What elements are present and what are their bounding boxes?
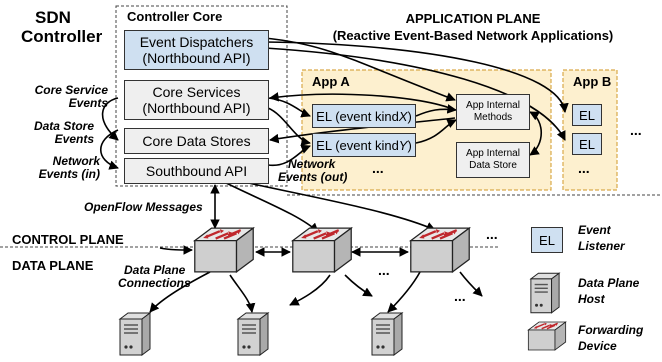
data-plane-host-1 bbox=[119, 312, 151, 356]
more-apps-ellipsis: ... bbox=[630, 122, 642, 138]
forwarding-device-1 bbox=[193, 226, 255, 274]
network-events-in-line2: Events (in) bbox=[38, 167, 100, 181]
network-events-out-line1: Network bbox=[288, 157, 336, 171]
host-ellipsis: ... bbox=[454, 288, 466, 304]
legend-fwd-line2: Device bbox=[578, 339, 617, 353]
core-service-events-line2: Events bbox=[68, 96, 108, 110]
event-listener-y: EL (event kind Y) bbox=[312, 133, 416, 157]
network-events-out-label: Network Events (out) bbox=[278, 158, 348, 184]
network-events-out-line2: Events (out) bbox=[278, 170, 348, 184]
el-y-var: Y bbox=[398, 137, 408, 153]
app-internal-methods-box: App Internal Methods bbox=[456, 94, 530, 130]
app-internal-methods-line1: App Internal bbox=[466, 100, 520, 111]
network-events-in-line1: Network bbox=[52, 154, 100, 168]
app-b-title: App B bbox=[573, 74, 612, 89]
legend-fwd-line1: Forwarding bbox=[578, 323, 644, 337]
legend-switch-icon bbox=[527, 321, 567, 351]
legend-forwarding-label: Forwarding Device bbox=[578, 322, 643, 354]
application-plane-line2: (Reactive Event-Based Network Applicatio… bbox=[332, 28, 614, 43]
el-y-close: ) bbox=[407, 137, 412, 153]
data-plane-connections-line2: Connections bbox=[118, 276, 191, 290]
app-internal-methods-line2: Methods bbox=[473, 112, 513, 123]
app-b-frame bbox=[562, 69, 618, 191]
app-a-title: App A bbox=[312, 74, 350, 89]
core-service-events-line1: Core Service bbox=[34, 83, 108, 97]
event-dispatchers-line1: Event Dispatchers bbox=[139, 34, 254, 50]
core-services-box: Core Services (Northbound API) bbox=[124, 80, 269, 120]
legend-host-line2: Host bbox=[578, 292, 605, 306]
control-plane-label: CONTROL PLANE bbox=[12, 232, 124, 247]
app-internal-data-store-box: App Internal Data Store bbox=[456, 142, 530, 178]
app-b-ellipsis: ... bbox=[578, 160, 590, 176]
core-services-line1: Core Services bbox=[152, 84, 241, 100]
dispatch-arrows bbox=[100, 37, 569, 233]
data-plane-host-3 bbox=[371, 312, 403, 356]
data-plane-host-2 bbox=[237, 312, 269, 356]
southbound-api-box: Southbound API bbox=[124, 158, 269, 184]
data-store-events-line2: Events bbox=[54, 132, 94, 146]
app-b-event-listener-1: EL bbox=[572, 104, 602, 126]
forwarding-device-3 bbox=[409, 226, 471, 274]
network-events-in-label: Network Events (in) bbox=[14, 155, 100, 181]
controller-core-title: Controller Core bbox=[127, 9, 223, 24]
core-data-stores-box: Core Data Stores bbox=[124, 128, 269, 154]
core-service-events-label: Core Service Events bbox=[14, 84, 108, 110]
title-line2: Controller bbox=[21, 27, 103, 46]
event-listener-x: EL (event kind X) bbox=[312, 104, 416, 128]
legend-host-label: Data Plane Host bbox=[578, 275, 639, 307]
data-store-events-line1: Data Store bbox=[33, 119, 94, 133]
core-services-line2: (Northbound API) bbox=[142, 100, 251, 116]
legend-host-icon bbox=[530, 272, 560, 314]
el-y-text: EL (event kind bbox=[316, 137, 399, 153]
legend-event-listener-label: Event Listener bbox=[578, 222, 625, 254]
legend-el-line2: Listener bbox=[578, 239, 625, 253]
legend-el-box: EL bbox=[531, 227, 563, 253]
app-internal-data-store-line2: Data Store bbox=[469, 160, 517, 171]
legend-host-line1: Data Plane bbox=[578, 276, 640, 290]
legend-el-line1: Event bbox=[578, 223, 611, 237]
openflow-messages-label: OpenFlow Messages bbox=[84, 200, 203, 214]
switch-ellipsis-2: ... bbox=[486, 226, 498, 242]
app-internal-data-store-line1: App Internal bbox=[466, 148, 520, 159]
sdn-controller-title: SDN Controller bbox=[21, 8, 102, 46]
event-dispatchers-box: Event Dispatchers (Northbound API) bbox=[124, 30, 269, 70]
data-store-events-label: Data Store Events bbox=[14, 120, 94, 146]
application-plane-title: APPLICATION PLANE (Reactive Event-Based … bbox=[300, 10, 646, 44]
el-x-close: ) bbox=[407, 108, 412, 124]
app-b-event-listener-2: EL bbox=[572, 133, 602, 155]
app-a-ellipsis: ... bbox=[372, 160, 384, 176]
el-x-var: X bbox=[398, 108, 408, 124]
el-x-text: EL (event kind bbox=[316, 108, 399, 124]
switch-ellipsis-1: ... bbox=[378, 262, 390, 278]
switch-links bbox=[149, 245, 483, 313]
forwarding-device-2 bbox=[291, 226, 353, 274]
data-plane-connections-line1: Data Plane bbox=[124, 263, 186, 277]
event-dispatchers-line2: (Northbound API) bbox=[142, 50, 251, 66]
title-line1: SDN bbox=[35, 8, 71, 27]
data-plane-connections-label: Data Plane Connections bbox=[118, 264, 191, 290]
data-plane-label: DATA PLANE bbox=[12, 258, 94, 273]
application-plane-line1: APPLICATION PLANE bbox=[405, 11, 541, 26]
